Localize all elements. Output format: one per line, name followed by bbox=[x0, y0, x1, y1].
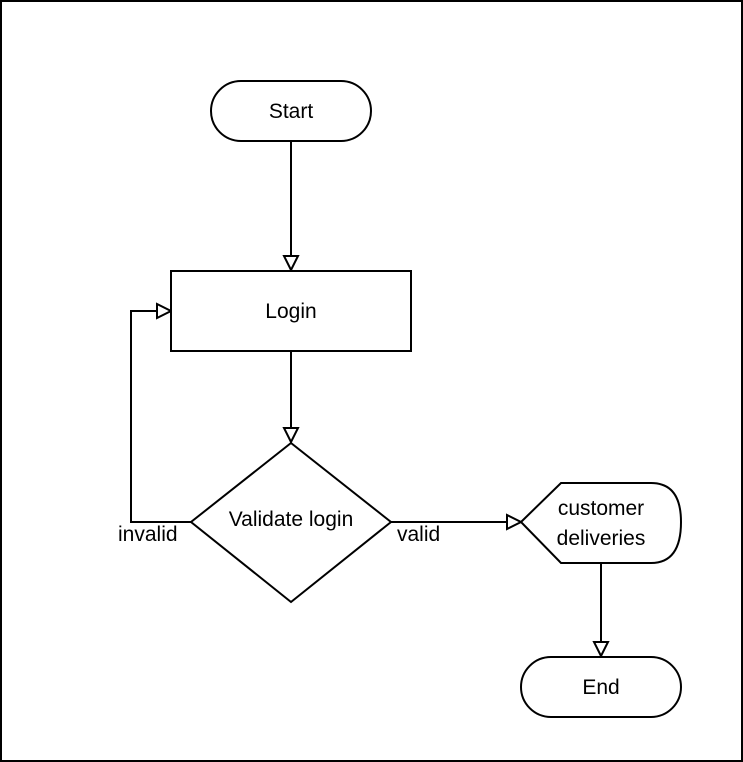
node-validate-login: Validate login bbox=[189, 441, 393, 604]
node-login: Login bbox=[170, 270, 412, 352]
deliveries-label-line-1: customer bbox=[558, 497, 644, 520]
end-terminator-shape bbox=[520, 656, 682, 718]
node-start: Start bbox=[210, 80, 372, 142]
arrowhead-validate-top bbox=[282, 427, 300, 445]
arrowhead-end-top bbox=[592, 641, 610, 659]
arrowhead-deliveries-left bbox=[506, 513, 524, 531]
edge-valid bbox=[391, 513, 524, 531]
edge-start-to-login bbox=[282, 141, 300, 273]
login-label: Login bbox=[265, 300, 316, 323]
edge-login-to-validate bbox=[282, 351, 300, 445]
edge-label-invalid: invalid bbox=[118, 523, 178, 546]
edge-label-valid: valid bbox=[397, 523, 440, 546]
validate-decision-shape bbox=[189, 441, 393, 604]
edge-invalid-loop bbox=[130, 302, 191, 523]
validate-login-label: Validate login bbox=[229, 508, 354, 531]
node-end: End bbox=[520, 656, 682, 718]
deliveries-label-line-2: deliveries bbox=[557, 527, 646, 550]
node-customer-deliveries: customer deliveries bbox=[519, 482, 683, 564]
arrowhead-login-top bbox=[282, 255, 300, 273]
deliveries-display-shape bbox=[519, 482, 683, 564]
login-process-shape bbox=[170, 270, 412, 352]
arrowhead-login-left bbox=[156, 302, 174, 320]
start-terminator-shape bbox=[210, 80, 372, 142]
end-label: End bbox=[582, 676, 619, 699]
start-label: Start bbox=[269, 100, 314, 123]
edge-deliveries-to-end bbox=[592, 563, 610, 659]
